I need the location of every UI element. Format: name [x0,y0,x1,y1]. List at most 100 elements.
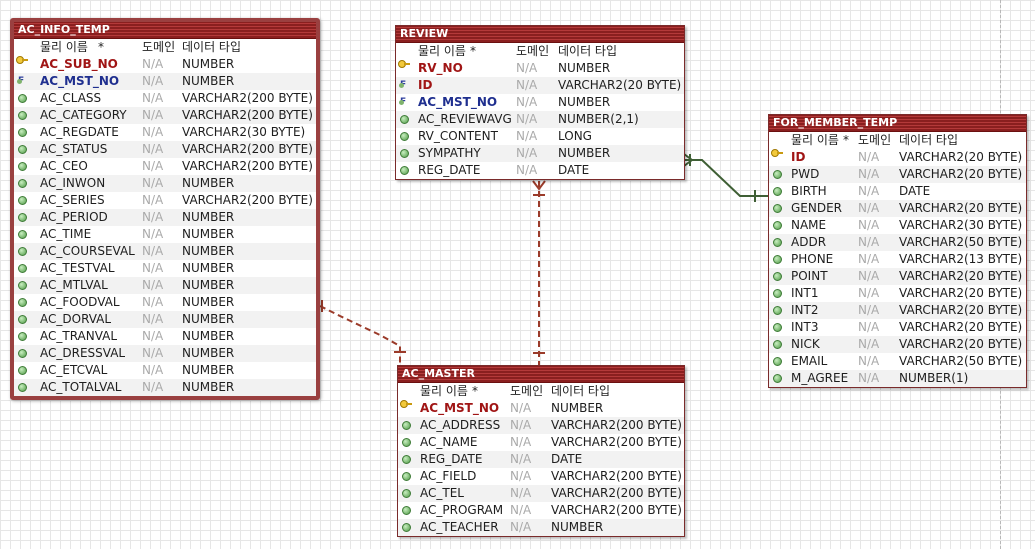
column-domain: N/A [142,159,164,173]
column-datatype: NUMBER [558,61,611,75]
column-datatype: LONG [558,129,592,143]
column-dot-icon [402,506,411,515]
column-domain: N/A [142,329,164,343]
column-domain: N/A [142,295,164,309]
column-domain: N/A [516,129,538,143]
column-dot-icon [773,238,782,247]
column-dot-icon [18,196,27,205]
header-physical-name: 물리 이름 [418,44,466,58]
column-domain: N/A [142,142,164,156]
column-dot-icon [773,340,782,349]
column-name: AC_CEO [40,159,88,173]
column-datatype: NUMBER [182,363,235,377]
column-datatype: VARCHAR2(200 BYTE) [182,159,313,173]
column-name: AC_CLASS [40,91,102,105]
column-datatype: NUMBER [182,57,235,71]
column-domain: N/A [142,176,164,190]
column-domain: N/A [516,146,538,160]
table-ac-info-temp[interactable]: AC_INFO_TEMP 물리 이름 * 도메인 데이터 타입 AC_SUB_N… [10,18,320,400]
header-physical-name: 물리 이름 [420,384,468,398]
column-dot-icon [773,221,782,230]
rel-acmaster-review[interactable] [532,180,546,365]
column-row[interactable]: AC_CEO N/A VARCHAR2(200 BYTE) [14,158,316,175]
column-domain: N/A [858,371,880,385]
column-dot-icon [773,357,782,366]
column-datatype: VARCHAR2(30 BYTE) [182,125,306,139]
column-datatype: NUMBER [182,210,235,224]
column-datatype: NUMBER [182,278,235,292]
column-name: AC_DORVAL [40,312,112,326]
column-datatype: NUMBER [182,261,235,275]
column-datatype: NUMBER(2,1) [558,112,639,126]
rel-member-review[interactable] [683,153,768,202]
column-domain: N/A [858,269,880,283]
rel-acmaster-acinfotemp[interactable] [319,300,406,366]
column-name: AC_STATUS [40,142,108,156]
column-name: AC_NAME [420,435,478,449]
foreign-key-icon: F [17,73,24,90]
column-domain: N/A [516,112,538,126]
column-name: NICK [791,337,820,351]
column-dot-icon [18,281,27,290]
column-domain: N/A [858,184,880,198]
column-domain: N/A [142,108,164,122]
column-dot-icon [400,149,409,158]
column-datatype: NUMBER [551,401,604,415]
column-header-row: 물리 이름 * 도메인 데이터 타입 [396,43,684,60]
column-row[interactable]: AC_REVIEWAVG N/A NUMBER(2,1) [396,111,684,128]
column-name: NAME [791,218,827,232]
column-domain: N/A [516,163,538,177]
column-name: AC_REVIEWAVG [418,112,512,126]
